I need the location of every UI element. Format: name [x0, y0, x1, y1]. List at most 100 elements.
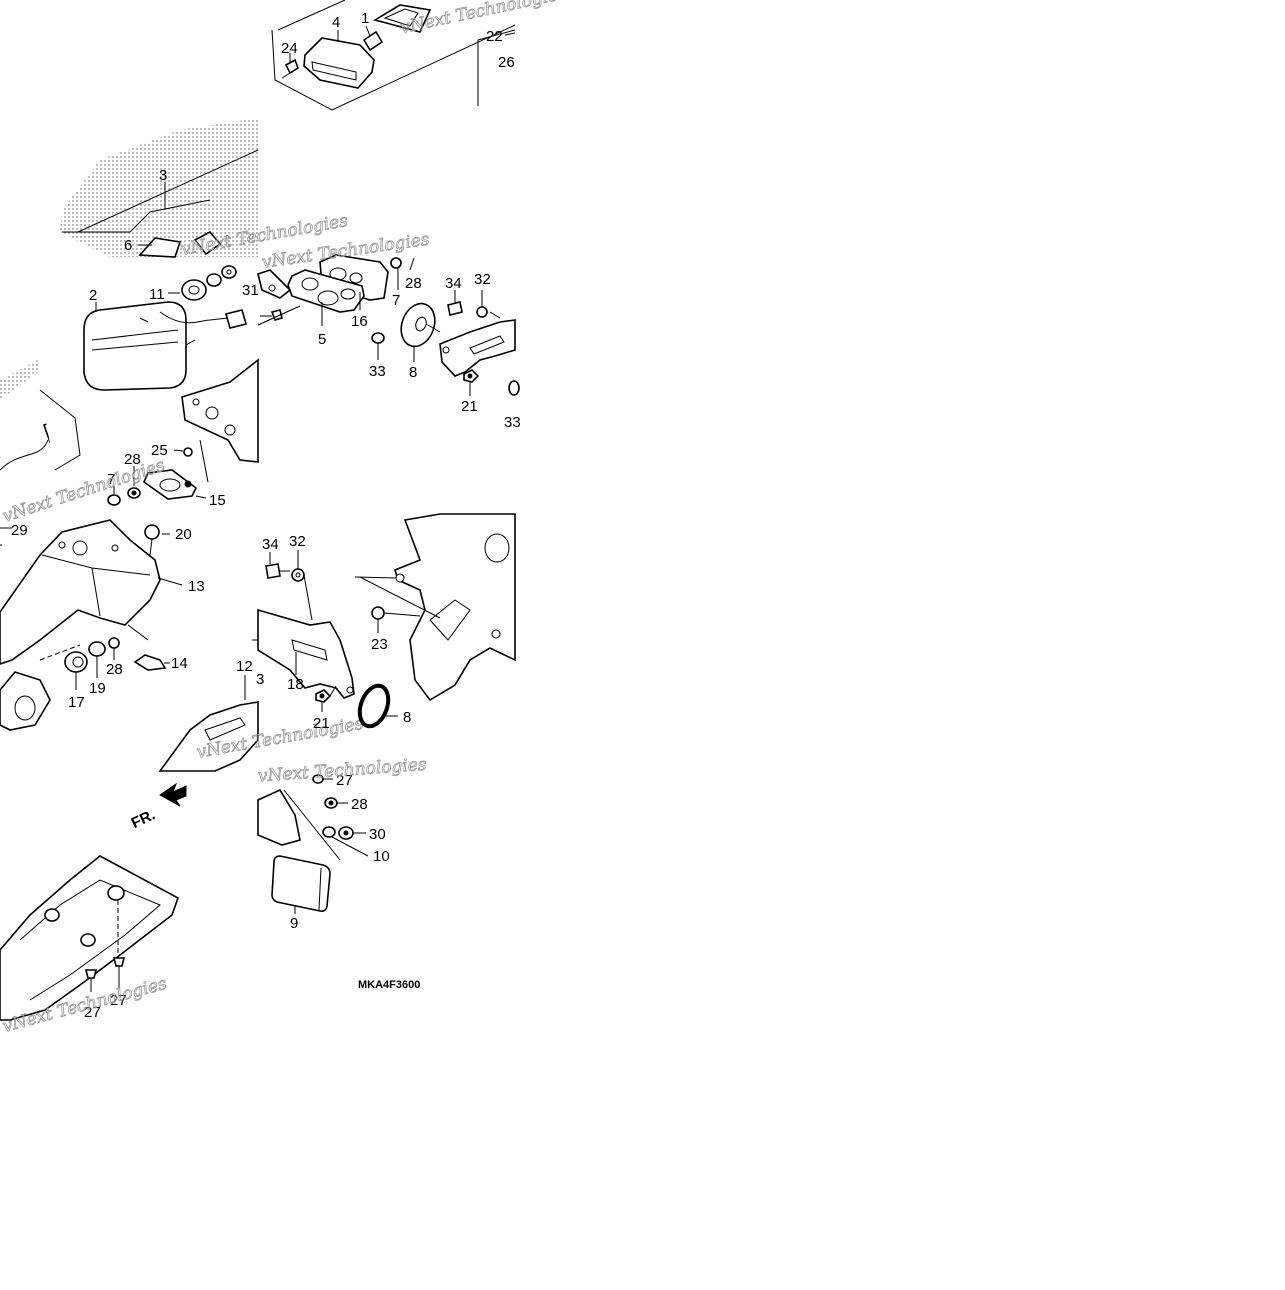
reflector-9	[271, 855, 331, 912]
callout-5: 5	[318, 331, 326, 348]
callout-8-mid: 8	[403, 709, 411, 726]
washer-33	[371, 332, 385, 344]
callout-30: 30	[369, 826, 386, 843]
callout-27-bottom: 27	[110, 992, 127, 1009]
callout-25: 25	[151, 442, 168, 459]
nut-28d	[324, 797, 338, 809]
washer-32	[476, 306, 488, 318]
license-bulb	[362, 30, 384, 52]
license-bracket-18b	[257, 608, 355, 699]
callout-26: 26	[498, 54, 515, 71]
tile-frame-mount: 34 32 23 18 21 8	[257, 513, 516, 732]
tail-connector	[193, 230, 222, 256]
tile-undertray: FR. 27 27 vNext Technologies	[0, 782, 187, 1037]
callout-24: 24	[281, 40, 298, 57]
clip-14	[133, 654, 167, 671]
license-light-cover	[303, 37, 375, 89]
grommet-11	[181, 279, 207, 301]
callout-28-mid: 28	[106, 661, 123, 678]
grommet-17	[64, 651, 88, 673]
leader-23a	[354, 576, 397, 579]
seat-cowl-edge	[77, 149, 259, 233]
clip-7a	[107, 494, 121, 506]
callout-34-mid: 34	[262, 536, 279, 553]
callout-15: 15	[209, 492, 226, 509]
diagram-code: MKA4F3600	[358, 979, 420, 991]
taillight-harness	[159, 309, 247, 329]
bolt-34b	[265, 563, 290, 579]
fender-lower-bracket	[0, 671, 51, 731]
taillight-lens	[83, 301, 187, 391]
callout-28-top: 28	[405, 275, 422, 292]
callout-7-top: 7	[392, 292, 400, 309]
screw-27a	[312, 774, 333, 784]
screw-20	[144, 524, 170, 556]
tile-reflector: 27 28 30 10 9 vNext Technologies MKA4F36…	[257, 754, 428, 991]
nut-21b	[315, 689, 332, 703]
callout-9: 9	[290, 915, 298, 932]
tile-license-light-top: 4 1 24 22 26 vNext Technologies	[271, 0, 569, 111]
callout-31: 31	[242, 282, 259, 299]
callout-22: 22	[486, 28, 503, 45]
wire-connector-left	[0, 389, 81, 471]
tile-license-gasket: 28 7 34 32 5 16 33 8 21 33 vNext Technol…	[257, 229, 521, 431]
callout-14: 14	[171, 655, 188, 672]
callout-1: 1	[361, 10, 369, 27]
callout-8-top: 8	[409, 364, 417, 381]
collar-19	[88, 641, 106, 657]
front-direction-arrow: FR.	[129, 782, 187, 832]
callout-33-right: 33	[504, 414, 521, 431]
undertray-bracket	[0, 855, 179, 1021]
screw-27b	[112, 957, 126, 978]
screw-24	[281, 58, 299, 79]
callout-18: 18	[287, 676, 304, 693]
callout-21-mid: 21	[313, 715, 330, 732]
reflector-8	[357, 683, 391, 729]
group-outline-right	[477, 29, 516, 106]
nut-28a	[127, 487, 141, 499]
callout-10: 10	[373, 848, 390, 865]
nut-21	[463, 369, 480, 383]
callout-3-mid: 3	[256, 671, 264, 688]
callout-4: 4	[332, 14, 340, 31]
callout-33: 33	[369, 363, 386, 380]
callout-20: 20	[175, 526, 192, 543]
callout-21-top: 21	[461, 398, 478, 415]
callout-27-right: 27	[336, 772, 353, 789]
nut-10	[322, 826, 336, 838]
washer-33b	[508, 380, 520, 396]
tile-seat-cowl: 3 6 vNext Technologies	[60, 118, 350, 260]
callout-7-left: 7	[107, 471, 115, 488]
washer-30	[338, 826, 354, 840]
rear-frame-bracket	[394, 513, 516, 702]
rear-fender-upper	[181, 358, 259, 463]
front-label: FR.	[129, 806, 158, 832]
gasket-5	[287, 269, 365, 313]
bolt-34	[447, 290, 463, 316]
reflector-mount-8	[400, 302, 441, 348]
callout-11: 11	[149, 286, 165, 303]
callout-32-mid: 32	[289, 533, 306, 550]
bolt-25	[173, 447, 193, 457]
nut-28c	[108, 637, 120, 649]
callout-16: 16	[351, 313, 368, 330]
callout-34-top: 34	[445, 275, 462, 292]
license-bracket-18	[439, 319, 516, 377]
callout-27-bottom-left: 27	[84, 1004, 101, 1021]
watermark: vNext Technologies	[399, 0, 569, 38]
callout-28-upper: 28	[124, 451, 141, 468]
callout-2: 2	[89, 287, 97, 304]
callout-12: 12	[236, 658, 253, 675]
clip-7b	[390, 257, 402, 269]
license-gasket	[372, 4, 432, 33]
leader-14	[127, 624, 149, 641]
license-bracket-plate-15	[143, 469, 198, 500]
seat-cowl-shading	[60, 118, 258, 257]
screw-left	[260, 309, 283, 321]
screw-27c	[84, 969, 98, 992]
reflector-bracket-block	[257, 788, 301, 846]
group-outline	[271, 0, 516, 111]
callout-6: 6	[124, 237, 132, 254]
